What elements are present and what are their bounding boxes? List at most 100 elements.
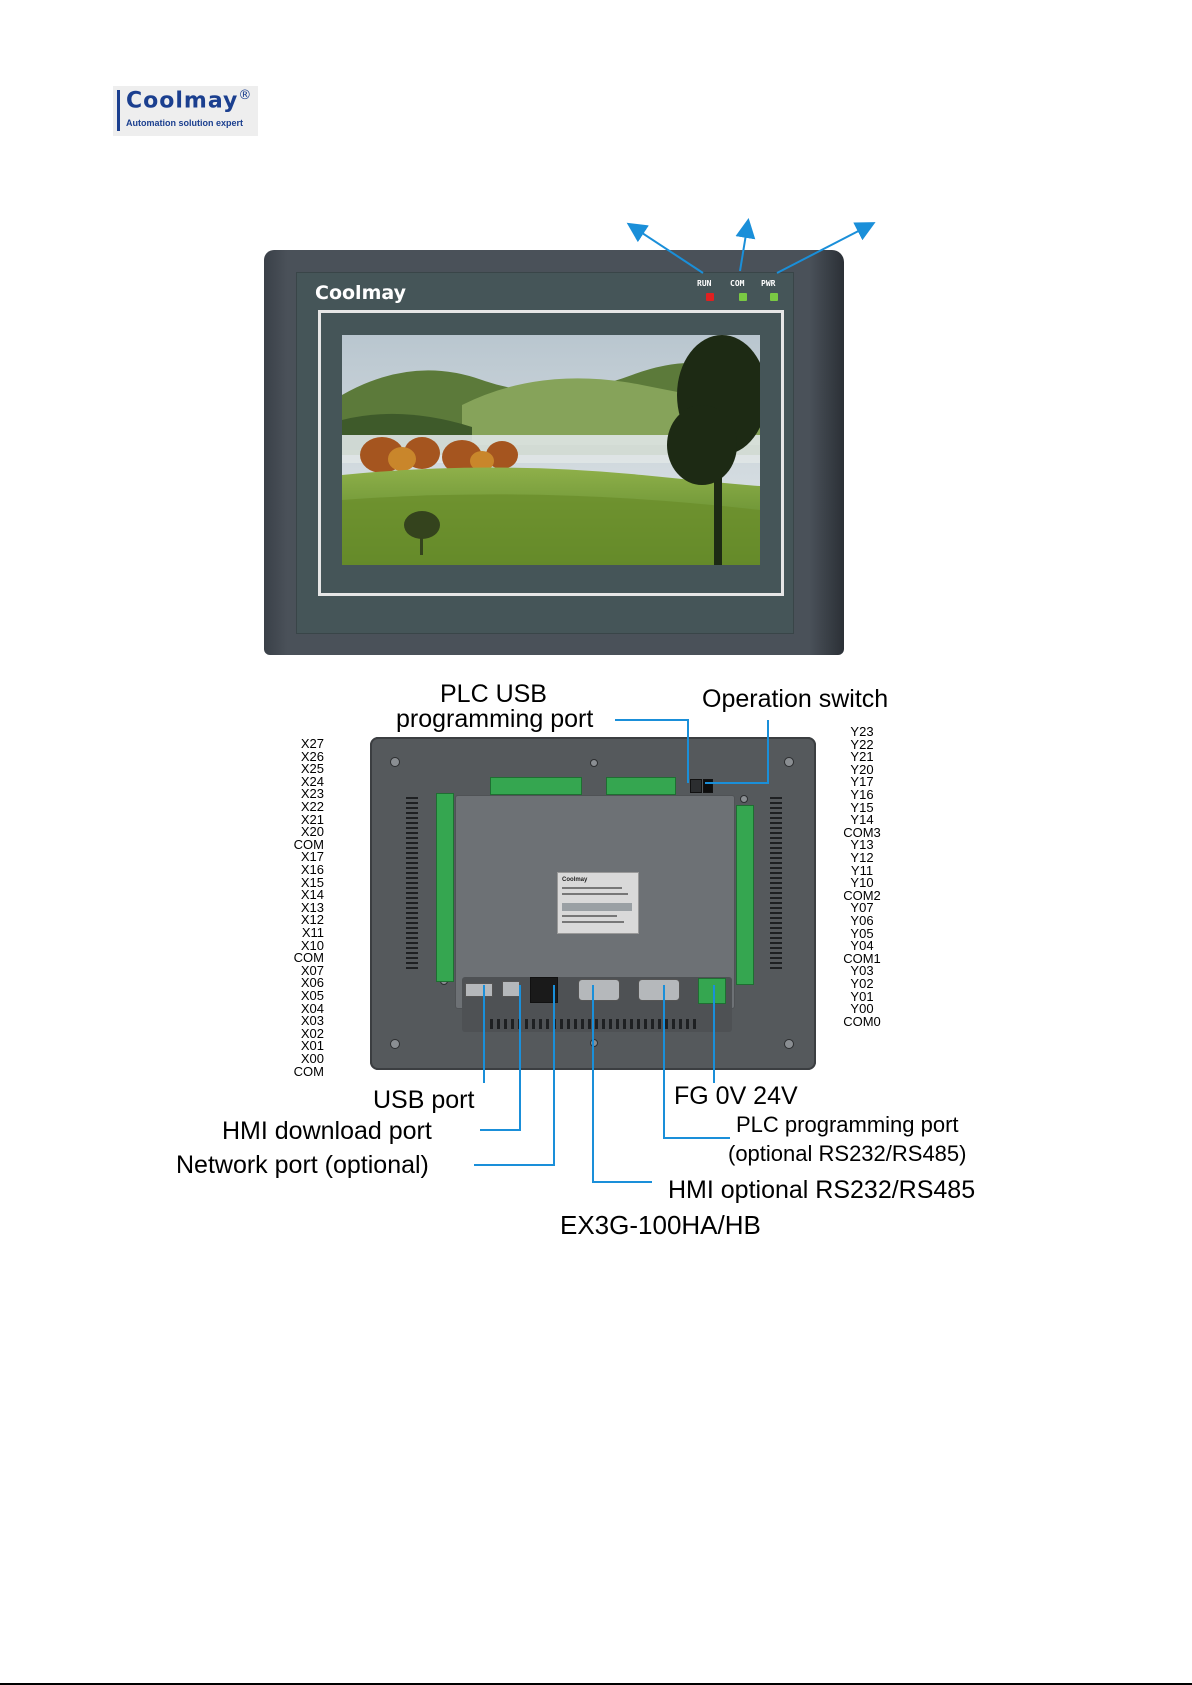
input-terminal-block	[436, 793, 454, 982]
callout-hmi-optional: HMI optional RS232/RS485	[668, 1176, 976, 1204]
output-pin-label: Y10	[850, 875, 874, 891]
output-pin-label: Y16	[850, 787, 874, 802]
callout-operation-switch: Operation switch	[702, 685, 889, 713]
company-logo: Coolmay® Automation solution expert	[113, 86, 258, 136]
screw	[590, 759, 598, 767]
front-brand: Coolmay	[315, 282, 406, 304]
output-pin-label: Y06	[850, 913, 874, 928]
input-pin-label: X13	[300, 899, 324, 915]
output-pin-label: Y05	[850, 925, 874, 941]
callout-hmi-download: HMI download port	[222, 1117, 432, 1145]
com-led	[739, 293, 747, 301]
output-pin-label: COM0	[843, 1013, 881, 1029]
power-terminal	[698, 978, 726, 1004]
input-pin-label: X20	[300, 824, 324, 840]
input-pin-label: X22	[300, 799, 324, 814]
output-pin-label: Y04	[850, 938, 874, 954]
input-pin-label: COM	[293, 950, 324, 966]
input-pin-label: X15	[300, 874, 324, 890]
input-pin-label: X17	[300, 849, 324, 865]
top-terminal-block-left	[490, 777, 582, 795]
input-pin-label: X03	[300, 1013, 324, 1029]
hmi-front-panel: Coolmay RUN COM PWR	[264, 250, 844, 655]
callout-plc-usb-line1: PLC USB	[440, 680, 547, 708]
output-pin-label: COM1	[843, 950, 881, 966]
callout-plc-prog-line1: PLC programming port	[736, 1112, 959, 1137]
output-pin-label: Y20	[850, 761, 874, 777]
output-pin-label: Y23	[850, 724, 874, 739]
led-label-pwr: PWR	[761, 279, 776, 288]
output-pin-label: Y03	[850, 963, 874, 979]
output-pin-label: Y17	[850, 774, 874, 790]
input-pin-label: X06	[300, 975, 324, 991]
input-pin-label: X01	[300, 1038, 324, 1054]
run-led	[706, 293, 714, 301]
vent-left	[406, 797, 418, 972]
pwr-led	[770, 293, 778, 301]
output-pin-label: Y00	[850, 1001, 874, 1017]
input-pin-label: X07	[300, 962, 324, 978]
led-label-com: COM	[730, 279, 745, 288]
model-number: EX3G-100HA/HB	[560, 1210, 761, 1240]
screen-frame	[318, 310, 784, 596]
plc-usb-port[interactable]	[690, 779, 702, 793]
input-pin-label: X25	[300, 761, 324, 777]
output-pin-label: COM3	[843, 824, 881, 840]
logo-bar	[117, 90, 120, 131]
registered-mark: ®	[238, 88, 253, 103]
output-pin-label: Y02	[850, 976, 874, 991]
output-pin-label: Y01	[850, 988, 874, 1004]
output-pin-label: COM2	[843, 887, 881, 903]
callout-plc-prog-line2: (optional RS232/RS485)	[728, 1141, 967, 1166]
output-pin-label: Y22	[850, 736, 874, 752]
nameplate-brand: Coolmay	[562, 877, 588, 883]
screw	[390, 757, 400, 767]
usb-port[interactable]	[465, 983, 493, 997]
operation-switch[interactable]	[703, 779, 713, 793]
input-pin-label: COM	[293, 836, 324, 852]
input-pin-label: X16	[300, 862, 324, 877]
input-pin-label: X23	[300, 786, 324, 802]
output-pin-label: Y13	[850, 837, 874, 853]
callout-plc-usb-line2: programming port	[396, 705, 594, 733]
vent-bottom	[490, 1019, 700, 1029]
hmi-rs232-port[interactable]	[578, 979, 620, 1001]
output-pin-label: Y14	[850, 812, 874, 828]
input-pin-label: X24	[300, 773, 324, 789]
input-pin-label: X10	[300, 937, 324, 953]
vent-right	[770, 797, 782, 972]
led-label-run: RUN	[697, 279, 712, 288]
input-pin-label: COM	[293, 1063, 324, 1079]
input-pin-label: X04	[300, 1000, 324, 1016]
output-terminal-block	[736, 805, 754, 985]
landscape-screen-image	[342, 335, 760, 565]
input-pin-label: X27	[300, 736, 324, 751]
output-pin-label: Y11	[850, 862, 874, 878]
output-pin-label: Y07	[850, 900, 874, 916]
screw	[390, 1039, 400, 1049]
screw	[740, 795, 748, 803]
logo-brand: Coolmay®	[126, 88, 253, 114]
callout-power: FG 0V 24V	[674, 1082, 798, 1110]
input-pin-label: X21	[300, 811, 324, 827]
plc-programming-port[interactable]	[638, 979, 680, 1001]
input-pin-label: X26	[300, 748, 324, 764]
input-pin-label: X00	[300, 1051, 324, 1066]
page-bottom-rule	[0, 1683, 1192, 1685]
input-pin-label: X11	[301, 925, 324, 940]
output-pin-label: Y21	[850, 749, 874, 765]
input-pin-label: X02	[300, 1025, 324, 1041]
logo-tagline: Automation solution expert	[126, 118, 243, 128]
output-pin-label: Y12	[850, 850, 874, 865]
input-pin-label: X12	[300, 912, 324, 928]
screw	[784, 1039, 794, 1049]
top-terminal-block-right	[606, 777, 676, 795]
input-pin-label: X05	[300, 988, 324, 1003]
callout-network-port: Network port (optional)	[176, 1151, 429, 1179]
input-pin-label: X14	[300, 887, 324, 903]
screw	[784, 757, 794, 767]
callout-usb-port: USB port	[373, 1086, 475, 1114]
plc-back-panel: Coolmay	[370, 737, 816, 1070]
nameplate-label: Coolmay	[557, 872, 639, 934]
